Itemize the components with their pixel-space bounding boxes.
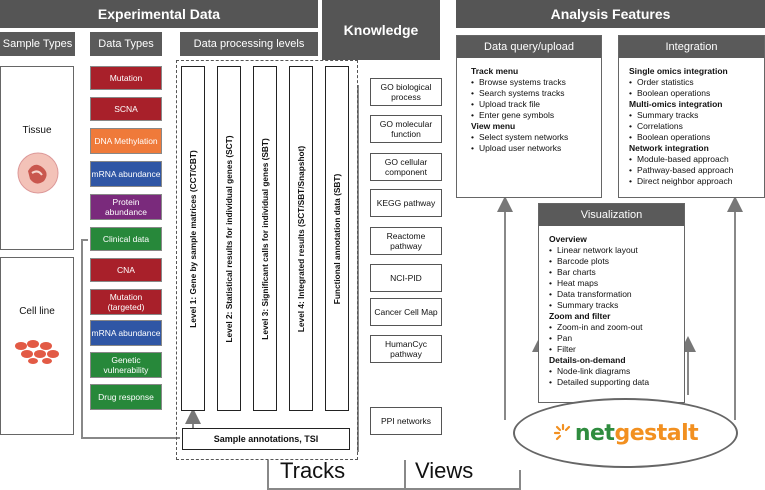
list-item: Node-link diagrams bbox=[549, 366, 684, 377]
list-item: Bar charts bbox=[549, 267, 684, 278]
data-type-box: Clinical data bbox=[90, 227, 162, 251]
knowledge-box: Cancer Cell Map bbox=[370, 298, 442, 326]
data-type-box: DNA Methylation bbox=[90, 128, 162, 154]
section-heading: Network integration bbox=[629, 143, 709, 153]
list-item: Upload user networks bbox=[471, 143, 601, 154]
level-4-label: Level 4: Integrated results (SCT/SBT/Sna… bbox=[296, 145, 306, 332]
cell-line-box: Cell line bbox=[0, 257, 74, 435]
section-heading: Details-on-demand bbox=[549, 355, 626, 365]
knowledge-box: GO cellular component bbox=[370, 153, 442, 181]
list-item: Boolean operations bbox=[629, 88, 764, 99]
list-item: Upload track file bbox=[471, 99, 601, 110]
data-type-box: Drug response bbox=[90, 384, 162, 410]
knowledge-box: KEGG pathway bbox=[370, 189, 442, 217]
list-item: Order statistics bbox=[629, 77, 764, 88]
list-item: Linear network layout bbox=[549, 245, 684, 256]
knowledge-box: GO biological process bbox=[370, 78, 442, 106]
views-label: Views bbox=[415, 458, 474, 483]
section-heading: View menu bbox=[471, 121, 516, 131]
functional-annotation-label: Functional annotation data (SBT) bbox=[332, 173, 342, 304]
knowledge-box: HumanCyc pathway bbox=[370, 335, 442, 363]
sun-icon bbox=[553, 423, 570, 441]
processing-levels-header: Data processing levels bbox=[180, 32, 318, 56]
list-item: Heat maps bbox=[549, 278, 684, 289]
ppi-networks-box: PPI networks bbox=[370, 407, 442, 435]
visualization-panel: Visualization OverviewLinear network lay… bbox=[538, 203, 685, 403]
logo-text-gestalt: gestalt bbox=[614, 420, 699, 446]
data-type-box: SCNA bbox=[90, 97, 162, 121]
cell-line-label: Cell line bbox=[19, 306, 55, 317]
tracks-label: Tracks bbox=[280, 458, 346, 483]
data-type-box: mRNA abundance bbox=[90, 320, 162, 346]
knowledge-box: Reactome pathway bbox=[370, 227, 442, 255]
section-heading: Track menu bbox=[471, 66, 519, 76]
query-panel-title: Data query/upload bbox=[457, 36, 601, 58]
list-item: Barcode plots bbox=[549, 256, 684, 267]
data-type-box: Mutation bbox=[90, 66, 162, 90]
list-item: Correlations bbox=[629, 121, 764, 132]
data-type-box: CNA bbox=[90, 258, 162, 282]
data-types-header: Data Types bbox=[90, 32, 162, 56]
knowledge-header: Knowledge bbox=[322, 0, 440, 60]
knowledge-box: GO molecular function bbox=[370, 115, 442, 143]
knowledge-box: NCI-PID bbox=[370, 264, 442, 292]
section-heading: Multi-omics integration bbox=[629, 99, 723, 109]
integration-panel: Integration Single omics integrationOrde… bbox=[618, 35, 765, 198]
list-item: Summary tracks bbox=[549, 300, 684, 311]
list-item: Search systems tracks bbox=[471, 88, 601, 99]
section-heading: Overview bbox=[549, 234, 587, 244]
data-type-box: Genetic vulnerability bbox=[90, 352, 162, 378]
sample-annotations-box: Sample annotations, TSI bbox=[182, 428, 350, 450]
integration-panel-title: Integration bbox=[619, 36, 764, 58]
list-item: Select system networks bbox=[471, 132, 601, 143]
cell-line-image bbox=[15, 340, 59, 364]
list-item: Boolean operations bbox=[629, 132, 764, 143]
list-item: Browse systems tracks bbox=[471, 77, 601, 88]
list-item: Zoom-in and zoom-out bbox=[549, 322, 684, 333]
data-type-box: Protein abundance bbox=[90, 194, 162, 220]
sample-types-header: Sample Types bbox=[0, 32, 75, 56]
data-type-box: Mutation (targeted) bbox=[90, 289, 162, 315]
analysis-features-header: Analysis Features bbox=[456, 0, 765, 28]
list-item: Detailed supporting data bbox=[549, 377, 684, 388]
level-2-label: Level 2: Statistical results for individ… bbox=[224, 134, 234, 343]
processing-area bbox=[176, 60, 358, 460]
level-3-box: Level 3: Significant calls for individua… bbox=[253, 66, 277, 411]
experimental-data-header: Experimental Data bbox=[0, 0, 318, 28]
tissue-label: Tissue bbox=[22, 125, 52, 136]
list-item: Direct neighbor approach bbox=[629, 176, 764, 187]
logo-text-net: net bbox=[574, 420, 615, 446]
level-4-box: Level 4: Integrated results (SCT/SBT/Sna… bbox=[289, 66, 313, 411]
visualization-panel-title: Visualization bbox=[539, 204, 684, 226]
list-item: Module-based approach bbox=[629, 154, 764, 165]
level-3-label: Level 3: Significant calls for individua… bbox=[260, 137, 270, 340]
section-heading: Single omics integration bbox=[629, 66, 728, 76]
section-heading: Zoom and filter bbox=[549, 311, 611, 321]
functional-annotation-box: Functional annotation data (SBT) bbox=[325, 66, 349, 411]
list-item: Enter gene symbols bbox=[471, 110, 601, 121]
tissue-box: Tissue bbox=[0, 66, 74, 250]
list-item: Pan bbox=[549, 333, 684, 344]
level-1-box: Level 1: Gene by sample matrices (CCT/CB… bbox=[181, 66, 205, 411]
list-item: Pathway-based approach bbox=[629, 165, 764, 176]
query-panel: Data query/upload Track menuBrowse syste… bbox=[456, 35, 602, 198]
list-item: Data transformation bbox=[549, 289, 684, 300]
level-1-label: Level 1: Gene by sample matrices (CCT/CB… bbox=[188, 149, 198, 328]
list-item: Filter bbox=[549, 344, 684, 355]
level-2-box: Level 2: Statistical results for individ… bbox=[217, 66, 241, 411]
data-type-box: mRNA abundance bbox=[90, 161, 162, 187]
list-item: Summary tracks bbox=[629, 110, 764, 121]
tissue-image bbox=[17, 152, 59, 194]
